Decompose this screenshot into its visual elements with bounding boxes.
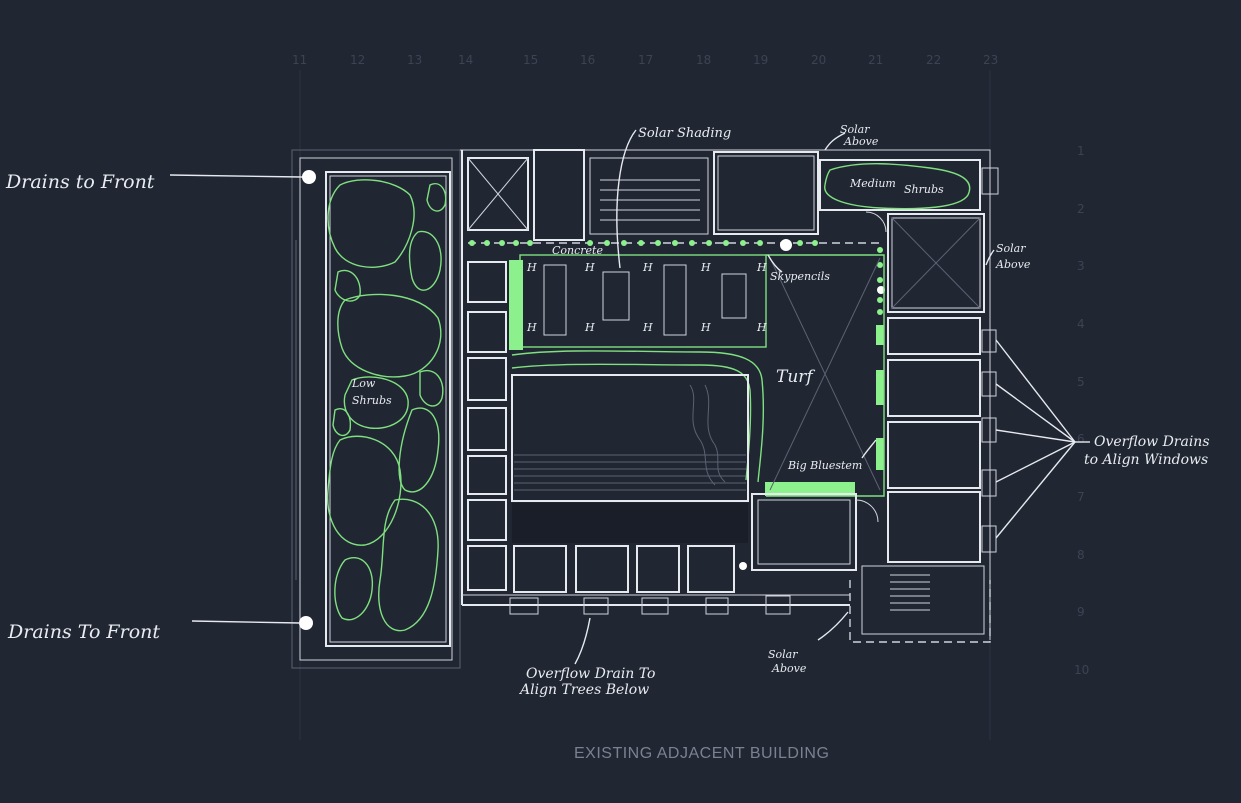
concrete-dining-area: H H H H H H H H H H (519, 254, 767, 348)
lower-right-structures (751, 211, 985, 635)
drain-point-lower (739, 562, 747, 570)
grid-col-12: 12 (350, 53, 365, 67)
label-drains-to-front-bottom: Drains To Front (7, 621, 160, 643)
label-existing-adjacent-building: EXISTING ADJACENT BUILDING (574, 745, 829, 762)
label-concrete: Concrete (552, 244, 603, 257)
label-low-shrubs-2: Shrubs (352, 394, 392, 407)
medium-shrubs-planter (819, 159, 981, 211)
right-bays (887, 317, 997, 563)
svg-text:H: H (584, 321, 595, 334)
grid-row-8: 8 (1077, 548, 1085, 562)
grid-col-11: 11 (292, 53, 307, 67)
label-solar-shading: Solar Shading (638, 126, 731, 141)
grid-row-10: 10 (1074, 663, 1089, 677)
grid-row-labels: 1 2 3 4 5 6 7 8 9 10 (1074, 144, 1089, 677)
turf-zone (766, 254, 885, 497)
grid-col-15: 15 (523, 53, 538, 67)
label-overflow-drains-2: to Align Windows (1084, 452, 1208, 468)
grid-col-18: 18 (696, 53, 711, 67)
drain-point-center (780, 239, 792, 251)
label-solar-above-top-1: Solar (840, 123, 870, 136)
label-big-bluestem: Big Bluestem (787, 459, 862, 472)
label-low-shrubs-1: Low (351, 377, 376, 390)
label-solar-above-top-2: Above (843, 135, 879, 148)
grid-row-4: 4 (1077, 317, 1085, 331)
svg-text:H: H (756, 261, 767, 274)
left-benches (467, 261, 507, 591)
grid-row-5: 5 (1077, 375, 1085, 389)
label-drains-to-front-top: Drains to Front (5, 171, 155, 193)
svg-text:H: H (526, 261, 537, 274)
grid-col-21: 21 (868, 53, 883, 67)
label-solar-above-bottom-2: Above (771, 662, 807, 675)
grid-row-2: 2 (1077, 202, 1085, 216)
green-strips (509, 260, 884, 496)
grid-row-9: 9 (1077, 605, 1085, 619)
label-medium-shrubs-1: Medium (849, 177, 896, 190)
grid-col-22: 22 (926, 53, 941, 67)
grid-col-19: 19 (753, 53, 768, 67)
grid-column-labels: 11 12 13 14 15 16 17 18 19 20 21 22 23 (292, 53, 998, 67)
annotations: Drains to Front Drains To Front Solar Sh… (5, 123, 1210, 762)
leader-lines (169, 129, 1090, 665)
label-overflow-drain-1: Overflow Drain To (526, 666, 655, 682)
label-solar-above-bottom-1: Solar (768, 648, 798, 661)
left-planter (299, 170, 451, 647)
drain-point-right (877, 286, 885, 294)
label-medium-shrubs-2: Shrubs (904, 183, 944, 196)
label-skypencils: Skypencils (770, 270, 830, 283)
central-pool (511, 350, 765, 543)
skypencils-row (469, 240, 883, 315)
svg-text:H: H (700, 321, 711, 334)
svg-text:H: H (642, 261, 653, 274)
drain-point-top (302, 170, 316, 184)
grid-row-3: 3 (1077, 259, 1085, 273)
grid-col-16: 16 (580, 53, 595, 67)
svg-text:H: H (756, 321, 767, 334)
label-solar-above-right-1: Solar (996, 242, 1026, 255)
grid-col-13: 13 (407, 53, 422, 67)
label-overflow-drains-1: Overflow Drains (1094, 434, 1210, 450)
grid-row-1: 1 (1077, 144, 1085, 158)
svg-text:H: H (700, 261, 711, 274)
grid-col-23: 23 (983, 53, 998, 67)
svg-text:H: H (526, 321, 537, 334)
drain-point-bottom (299, 616, 313, 630)
grid-col-14: 14 (458, 53, 473, 67)
grid-row-6: 6 (1077, 432, 1085, 446)
grid-row-7: 7 (1077, 490, 1085, 504)
building-outline (291, 149, 991, 669)
grid-lines (299, 70, 991, 740)
bottom-benches (509, 545, 791, 615)
svg-text:H: H (584, 261, 595, 274)
top-structures (467, 149, 999, 313)
label-solar-above-right-2: Above (995, 258, 1031, 271)
grid-col-20: 20 (811, 53, 826, 67)
label-overflow-drain-2: Align Trees Below (518, 682, 649, 698)
svg-text:H: H (642, 321, 653, 334)
low-shrubs-planting (326, 179, 447, 632)
grid-col-17: 17 (638, 53, 653, 67)
label-turf: Turf (776, 367, 815, 387)
